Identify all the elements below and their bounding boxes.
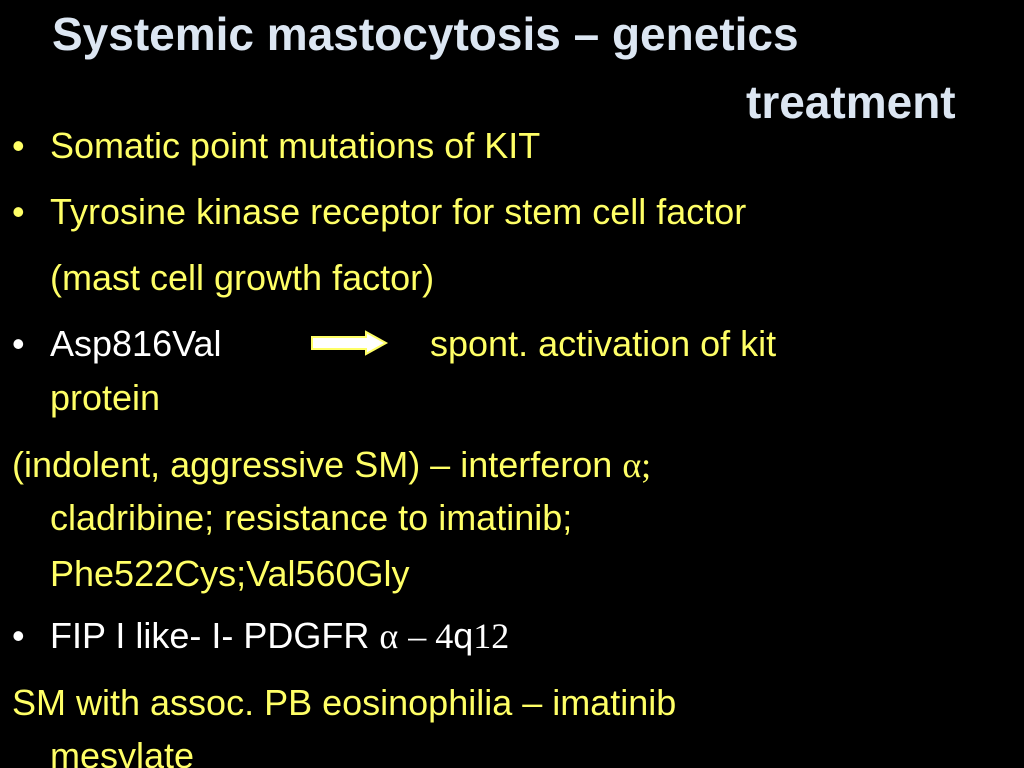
bullet-1-marker: • [12, 125, 25, 166]
indolent-text-line-2: cladribine; resistance to imatinib; [50, 497, 573, 538]
alpha-symbol: α; [622, 445, 652, 485]
bullet-3-result-line-2: protein [50, 377, 161, 418]
bullet-4-text: FIP I like- I- PDGFR α – 4q12 [50, 615, 510, 656]
indolent-text-line-1: (indolent, aggressive SM) – interferon α… [12, 444, 652, 485]
fip-q: q [453, 615, 474, 656]
bullet-4-marker: • [12, 615, 25, 656]
bullet-3-marker: • [12, 323, 25, 364]
fip-12: 12 [473, 616, 510, 656]
fip-alpha: α [379, 616, 399, 656]
bullet-1-text: Somatic point mutations of KIT [50, 125, 541, 166]
bullet-3-label: Asp816Val [50, 323, 222, 364]
bullet-3-result-line-1: spont. activation of kit [430, 323, 777, 364]
slide-title-line-2: treatment [746, 76, 956, 128]
indolent-text: (indolent, aggressive SM) – interferon [12, 444, 613, 485]
bullet-2-text-line-1: Tyrosine kinase receptor for stem cell f… [50, 191, 747, 232]
sm-text-line-2: mesylate [50, 735, 195, 768]
fip-dash-4: – 4 [408, 616, 454, 656]
bullet-2-text-line-2: (mast cell growth factor) [50, 257, 435, 298]
slide-title-line-1: Systemic mastocytosis – genetics [52, 8, 799, 60]
indolent-text-line-3: Phe522Cys;Val560Gly [50, 553, 410, 594]
fip-text: FIP I like- I- PDGFR [50, 615, 370, 656]
right-arrow-icon [311, 330, 389, 356]
bullet-2-marker: • [12, 191, 25, 232]
sm-text-line-1: SM with assoc. PB eosinophilia – imatini… [12, 682, 677, 723]
